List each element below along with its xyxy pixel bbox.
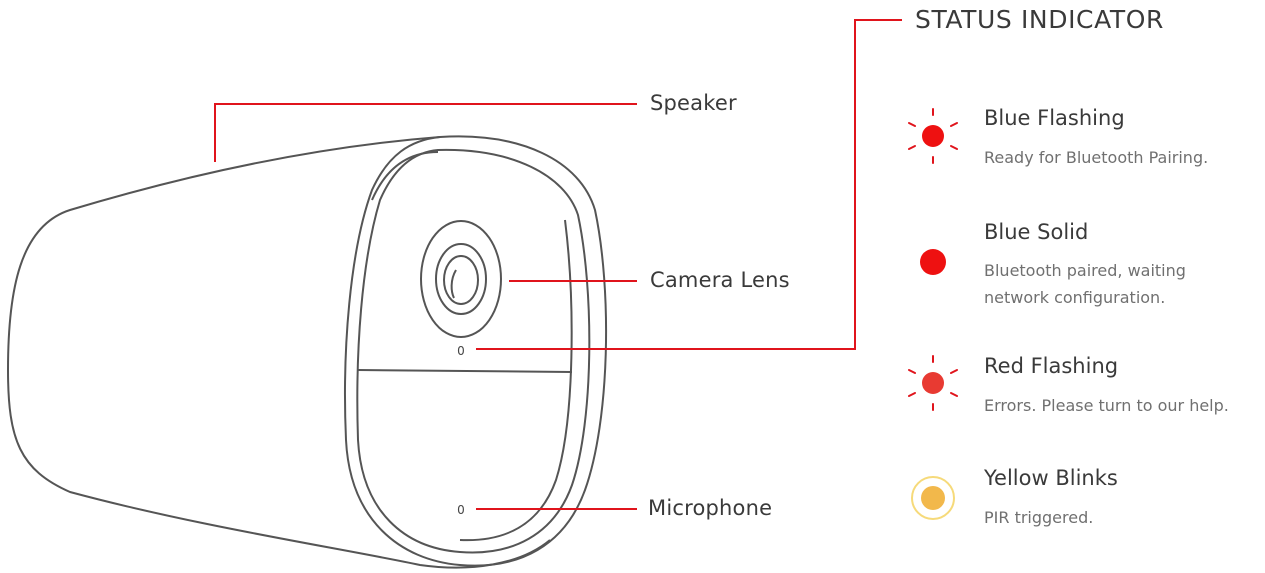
status-name-blue-solid: Blue Solid <box>984 220 1089 244</box>
microphone-label: Microphone <box>648 496 773 520</box>
led-marker: 0 <box>457 344 465 358</box>
status-indicator-title: STATUS INDICATOR <box>915 5 1164 34</box>
speaker-label: Speaker <box>650 91 737 115</box>
camera-front-inner-rim <box>356 148 591 554</box>
status-desc-red-flashing: Errors. Please turn to our help. <box>984 396 1229 415</box>
flashing-led-icon <box>908 355 958 411</box>
camera-body <box>7 135 608 569</box>
ring-led-icon <box>911 476 955 520</box>
lens-glare <box>450 269 457 299</box>
status-desc-yellow-blinks: PIR triggered. <box>984 508 1094 527</box>
solid-led-icon <box>920 249 946 275</box>
status-indicator-leader-line <box>476 19 902 350</box>
lens-middle-ring <box>435 243 487 315</box>
status-desc-blue-solid-line1: Bluetooth paired, waiting <box>984 261 1186 280</box>
camera-panel-divider <box>357 369 573 373</box>
status-name-blue-flashing: Blue Flashing <box>984 106 1125 130</box>
status-name-yellow-blinks: Yellow Blinks <box>984 466 1118 490</box>
camera-front-panel <box>371 151 439 201</box>
flashing-led-icon <box>908 108 958 164</box>
leader-lines <box>214 19 902 510</box>
camera-lens-label: Camera Lens <box>650 268 790 292</box>
status-name-red-flashing: Red Flashing <box>984 354 1119 378</box>
speaker-leader-line <box>214 103 637 162</box>
status-desc-blue-flashing: Ready for Bluetooth Pairing. <box>984 148 1209 167</box>
lens-inner-ring <box>443 255 479 305</box>
status-desc-blue-solid-line2: network configuration. <box>984 288 1166 307</box>
lens-outer-ring <box>420 220 502 338</box>
camera-rear-housing <box>7 136 551 569</box>
camera-front-outer <box>344 135 608 567</box>
microphone-marker: 0 <box>457 503 465 517</box>
camera-front-panel-edge <box>459 219 573 542</box>
